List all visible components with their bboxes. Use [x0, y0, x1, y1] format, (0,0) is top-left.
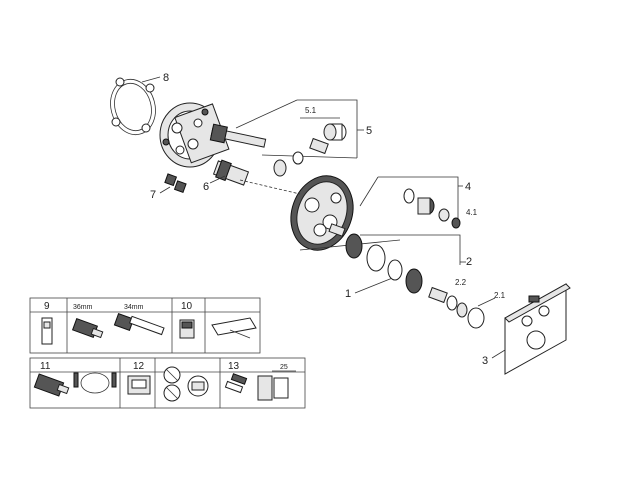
tool-13-body-dimension-icon [257, 370, 296, 401]
tool-13-pins-icon [224, 373, 248, 394]
callout-5-1: 5.1 [305, 106, 317, 115]
callout-7: 7 [150, 189, 156, 201]
callout-4-1: 4.1 [466, 208, 478, 217]
callout-8: 8 [163, 72, 169, 84]
callout-6: 6 [203, 181, 209, 193]
tool-13-number: 13 [228, 361, 240, 372]
tool-13-dim-25: 25 [280, 364, 288, 371]
callout-4: 4 [465, 181, 471, 193]
valve-body [159, 102, 230, 168]
callout-2: 2 [466, 256, 472, 268]
tool-12-number: 12 [133, 361, 145, 372]
tool-9-number: 9 [44, 301, 50, 312]
tool-9-34mm-wrench-icon [113, 312, 165, 336]
part-1-mounting-plate [290, 175, 354, 251]
callout-3: 3 [482, 355, 488, 367]
tool-11-number: 11 [40, 361, 51, 372]
callout-5: 5 [366, 125, 372, 137]
tool-9-size-34: 34mm [124, 304, 144, 311]
tool-12-valve-icon [127, 375, 151, 395]
tool-11-cartridge-icon [33, 373, 70, 397]
tool-10-nut-icon [179, 319, 195, 339]
tool-10-tray-icon [211, 317, 257, 339]
part-2-1-button [456, 297, 496, 329]
body-spindle-upper [209, 123, 267, 148]
tool-9-size-36: 36mm [73, 304, 93, 311]
part-5-group [235, 99, 364, 177]
part-7-plug [159, 173, 187, 194]
tool-11-rotate-icon [73, 372, 117, 394]
part-4-group [359, 176, 463, 229]
callout-1: 1 [345, 288, 351, 300]
part-2-group [345, 233, 466, 311]
callout-2-1: 2.1 [494, 291, 506, 300]
tool-9-36mm-wrench-icon [71, 317, 104, 339]
tool-12-grease-icon [187, 375, 209, 397]
tool-9-cartridge-icon [41, 317, 53, 345]
tool-10-number: 10 [181, 301, 193, 312]
part-6-cartridge [209, 159, 250, 186]
tool-12-no-grease-icon [163, 366, 181, 402]
part-3-trim-plate [491, 283, 571, 375]
part-8-seal-ring [110, 76, 161, 136]
callout-2-2: 2.2 [455, 278, 467, 287]
